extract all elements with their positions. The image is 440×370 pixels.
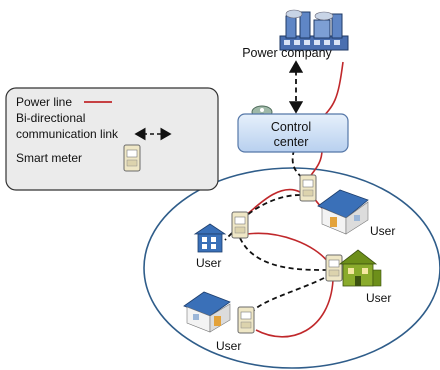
control-center-label-line2: center <box>274 135 309 149</box>
smart-meter-icon <box>231 211 249 239</box>
user-label: User <box>366 291 391 305</box>
legend-comm-link-label-line2: communication link <box>16 127 119 141</box>
power-line-meter2-meter3 <box>246 232 329 263</box>
smart-meter-icon <box>299 174 317 202</box>
legend: Power line Bi-directional communication … <box>5 87 219 191</box>
communication-links <box>224 60 327 313</box>
legend-power-line-label: Power line <box>16 95 72 109</box>
house-icon <box>338 249 382 287</box>
power-plant-icon <box>279 9 349 51</box>
house-icon <box>317 189 369 235</box>
house-icon <box>193 223 227 253</box>
neighborhood-ellipse <box>143 167 440 369</box>
house-icon <box>183 291 231 333</box>
comm-link-meter2-meter3 <box>239 237 327 271</box>
comm-link-center-meter1 <box>291 149 306 181</box>
comm-link-meter2-house2 <box>224 232 233 241</box>
power-line-company-to-center <box>317 61 344 123</box>
control-center-label-line1: Control <box>271 120 311 134</box>
user-label: User <box>216 339 241 353</box>
control-center-box <box>237 113 349 153</box>
user-label: User <box>370 224 395 238</box>
user-label: User <box>196 256 221 270</box>
legend-comm-link-label-line1: Bi-directional <box>16 111 85 125</box>
smart-meter-icon <box>325 254 343 282</box>
smart-meter-icon <box>237 306 255 334</box>
comm-link-meter1-meter2 <box>243 194 301 219</box>
legend-box <box>5 87 219 191</box>
comm-link-meter3-meter4 <box>251 277 325 313</box>
power-company-label: Power company <box>242 46 332 60</box>
power-line-meter1-meter2 <box>242 188 301 219</box>
power-line-meter3-meter4 <box>255 279 334 338</box>
legend-smart-meter-icon <box>123 144 141 172</box>
legend-smart-meter-label: Smart meter <box>16 151 82 165</box>
